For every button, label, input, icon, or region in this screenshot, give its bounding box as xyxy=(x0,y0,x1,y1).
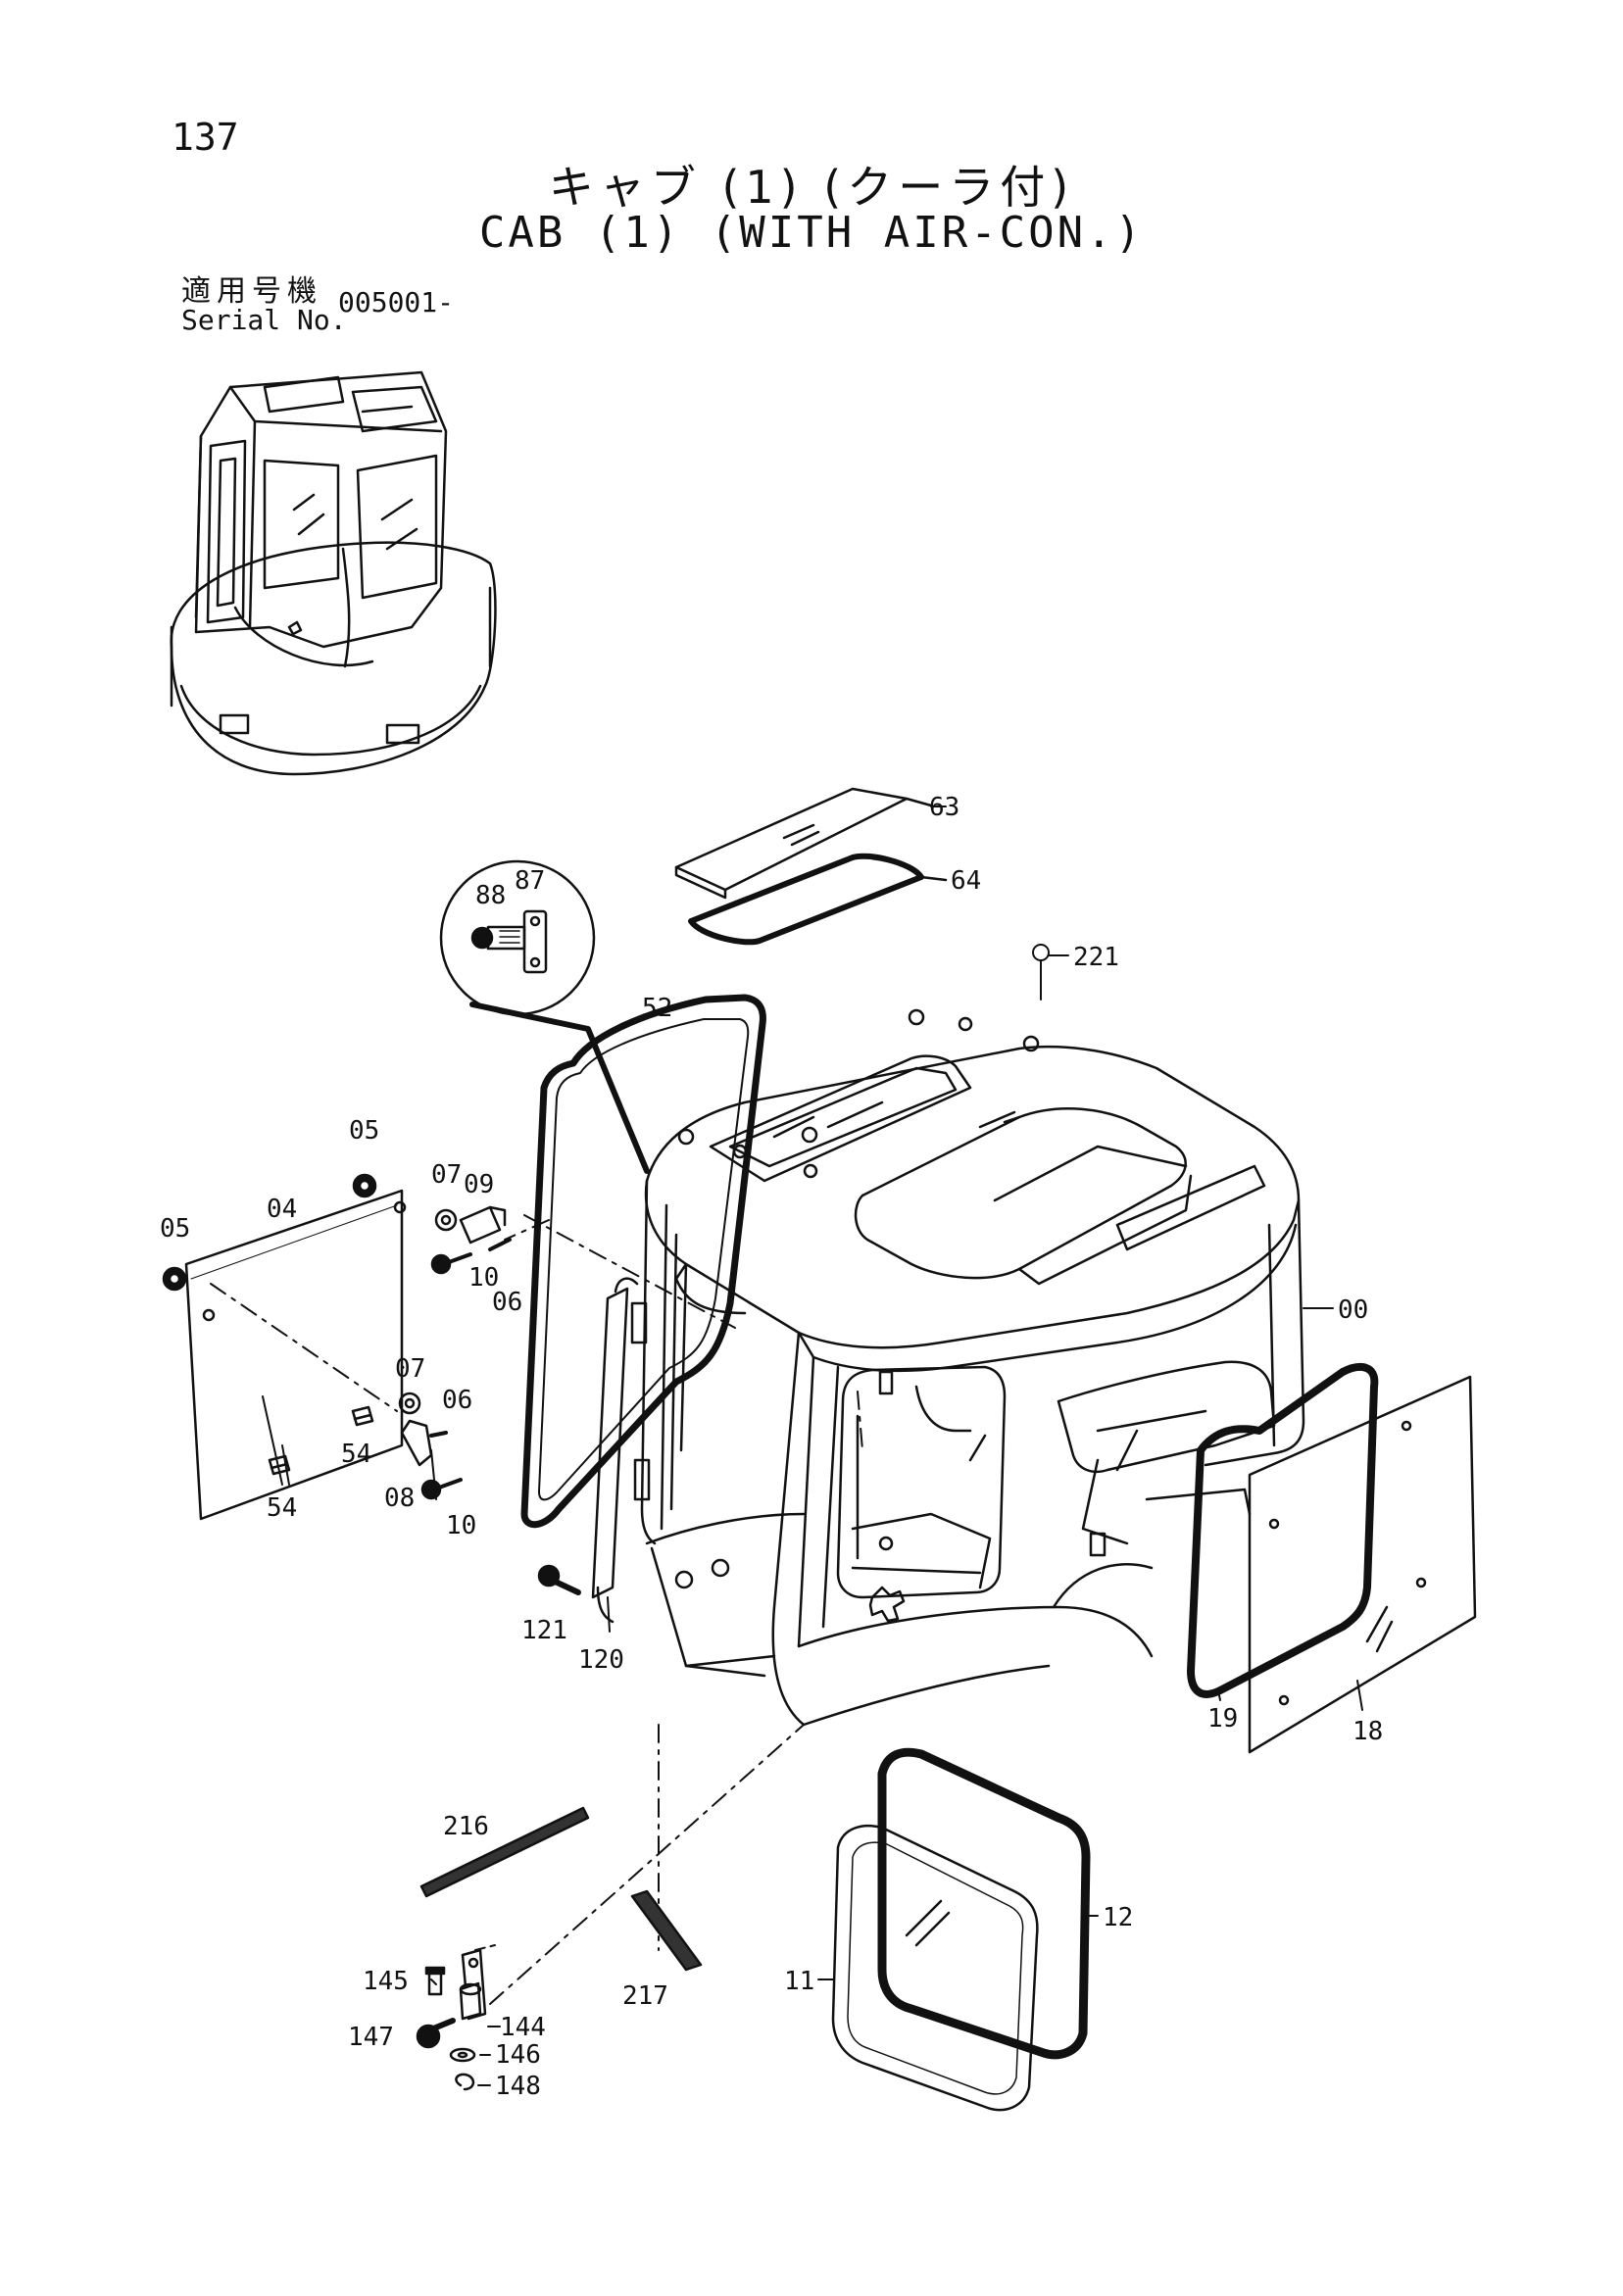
bolt-121 xyxy=(537,1564,581,1595)
door-seal-12 xyxy=(877,1747,1091,2060)
serial-label-english: Serial No. xyxy=(181,304,347,336)
callout-88: 88 xyxy=(475,881,506,910)
roof-glass-63 xyxy=(674,787,933,900)
seal-strip-216 xyxy=(419,1806,590,1898)
callout-10-upper: 10 xyxy=(468,1263,499,1293)
callout-04: 04 xyxy=(267,1195,297,1224)
callout-11: 11 xyxy=(784,1967,814,1996)
detail-circle-hinge xyxy=(439,859,650,1174)
hinge-hardware-upper xyxy=(430,1205,512,1275)
roof-seal-64 xyxy=(688,853,948,946)
callout-10-lower: 10 xyxy=(446,1511,476,1540)
grab-handle-120 xyxy=(591,1277,639,1624)
clip-54-left xyxy=(268,1454,291,1476)
callout-06-lower: 06 xyxy=(442,1386,472,1415)
callout-216: 216 xyxy=(443,1812,489,1841)
hinge-hardware-lower xyxy=(398,1392,463,1500)
callout-00: 00 xyxy=(1338,1295,1368,1325)
side-glass-04 xyxy=(184,1189,407,1521)
callout-54-left: 54 xyxy=(267,1493,297,1523)
callout-121: 121 xyxy=(521,1616,567,1645)
callout-63: 63 xyxy=(929,793,959,822)
clip-54-right xyxy=(351,1405,374,1427)
callout-54-right: 54 xyxy=(341,1440,371,1469)
serial-label-japanese: 適用号機 xyxy=(181,274,322,309)
callout-06-upper: 06 xyxy=(492,1288,522,1317)
callout-08: 08 xyxy=(384,1484,415,1513)
callout-217: 217 xyxy=(622,1981,668,2011)
page-number: 137 xyxy=(172,116,239,159)
callout-19: 19 xyxy=(1207,1704,1238,1734)
serial-number-value: 005001- xyxy=(338,286,455,318)
callout-52: 52 xyxy=(642,994,672,1023)
callout-09: 09 xyxy=(464,1170,494,1199)
clip-148 xyxy=(455,2073,475,2091)
callout-87: 87 xyxy=(515,866,545,896)
title-english: CAB (1) (WITH AIR-CON.) xyxy=(478,208,1145,258)
callout-145: 145 xyxy=(363,1967,409,1996)
callout-07-upper: 07 xyxy=(431,1160,462,1190)
callout-12: 12 xyxy=(1103,1903,1133,1932)
bolt-145 xyxy=(424,1966,446,1996)
leader-lines xyxy=(262,806,1363,2086)
callout-146: 146 xyxy=(495,2040,541,2070)
callout-05-left: 05 xyxy=(160,1214,190,1244)
callout-221: 221 xyxy=(1073,943,1119,972)
callout-labels: 63 64 221 88 87 52 05 05 04 07 09 10 06 … xyxy=(160,793,1383,2101)
callout-07-lower: 07 xyxy=(395,1354,425,1384)
callout-120: 120 xyxy=(578,1645,624,1675)
machine-overview-thumbnail xyxy=(170,370,497,776)
door-seal-52 xyxy=(520,994,766,1529)
seal-strip-217 xyxy=(630,1889,703,1972)
title-japanese: キャブ (1) (クーラ付) xyxy=(548,161,1075,214)
callout-147: 147 xyxy=(348,2023,394,2052)
door-glass-11 xyxy=(831,1824,1039,2112)
callout-05-upper: 05 xyxy=(349,1116,379,1146)
cab-frame-00 xyxy=(630,1008,1305,1727)
grommet-05-upper xyxy=(352,1173,377,1198)
grommet-05-left xyxy=(162,1266,187,1292)
bolt-147 xyxy=(416,2018,456,2049)
callout-144: 144 xyxy=(500,2013,546,2042)
front-seal-19 xyxy=(1187,1363,1379,1698)
callout-64: 64 xyxy=(951,866,981,896)
callout-18: 18 xyxy=(1352,1717,1383,1746)
front-glass-18 xyxy=(1248,1375,1477,1754)
washer-146 xyxy=(449,2047,476,2063)
callout-148: 148 xyxy=(495,2072,541,2101)
hinge-plate-144 xyxy=(459,1948,487,2021)
